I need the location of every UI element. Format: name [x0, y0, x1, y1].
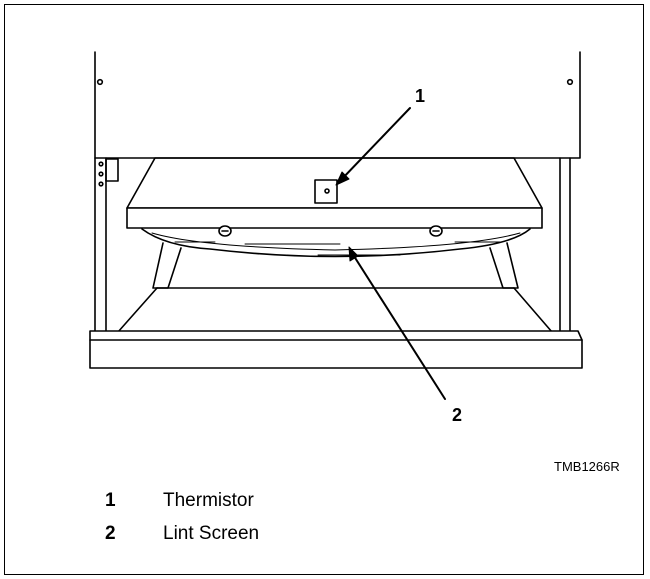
- upper-cabinet-panel: [94, 51, 581, 159]
- thermistor-box: [314, 179, 338, 204]
- bracket-screw-top: [98, 161, 104, 167]
- leader-line-1: [339, 107, 411, 182]
- panel-screw-right: [566, 78, 574, 86]
- legend-label: Thermistor: [163, 490, 254, 511]
- leg-left: [152, 242, 182, 289]
- legend-item-lint-screen: 2 Lint Screen: [105, 523, 259, 545]
- thermistor-screw: [324, 188, 330, 194]
- figure-frame: [4, 4, 644, 575]
- base-panel: [89, 330, 583, 369]
- arrowhead-2: [348, 246, 359, 262]
- legend-item-thermistor: 1 Thermistor: [105, 490, 254, 512]
- bracket-screw-mid: [98, 171, 104, 177]
- legend-number: 2: [105, 523, 116, 544]
- panel-screw-left: [96, 78, 104, 86]
- floor-diag-right: [513, 287, 553, 333]
- lint-screen-bowl: [141, 228, 531, 258]
- knob-right: [429, 225, 443, 237]
- bracket-screw-low: [98, 181, 104, 187]
- leader-line-2: [351, 252, 446, 400]
- leg-right: [489, 242, 519, 289]
- callout-2: 2: [452, 405, 463, 425]
- lint-screen-bowl-inner: [151, 232, 521, 251]
- figure-id: TMB1266R: [554, 459, 620, 474]
- legend-label: Lint Screen: [163, 523, 260, 544]
- drawer-front: [126, 207, 543, 229]
- legend-number: 1: [105, 490, 116, 511]
- knob-left: [218, 225, 232, 237]
- callout-1: 1: [415, 86, 426, 106]
- side-bracket: [105, 158, 119, 182]
- arrowhead-1: [335, 171, 350, 186]
- floor-diag-left: [117, 287, 158, 333]
